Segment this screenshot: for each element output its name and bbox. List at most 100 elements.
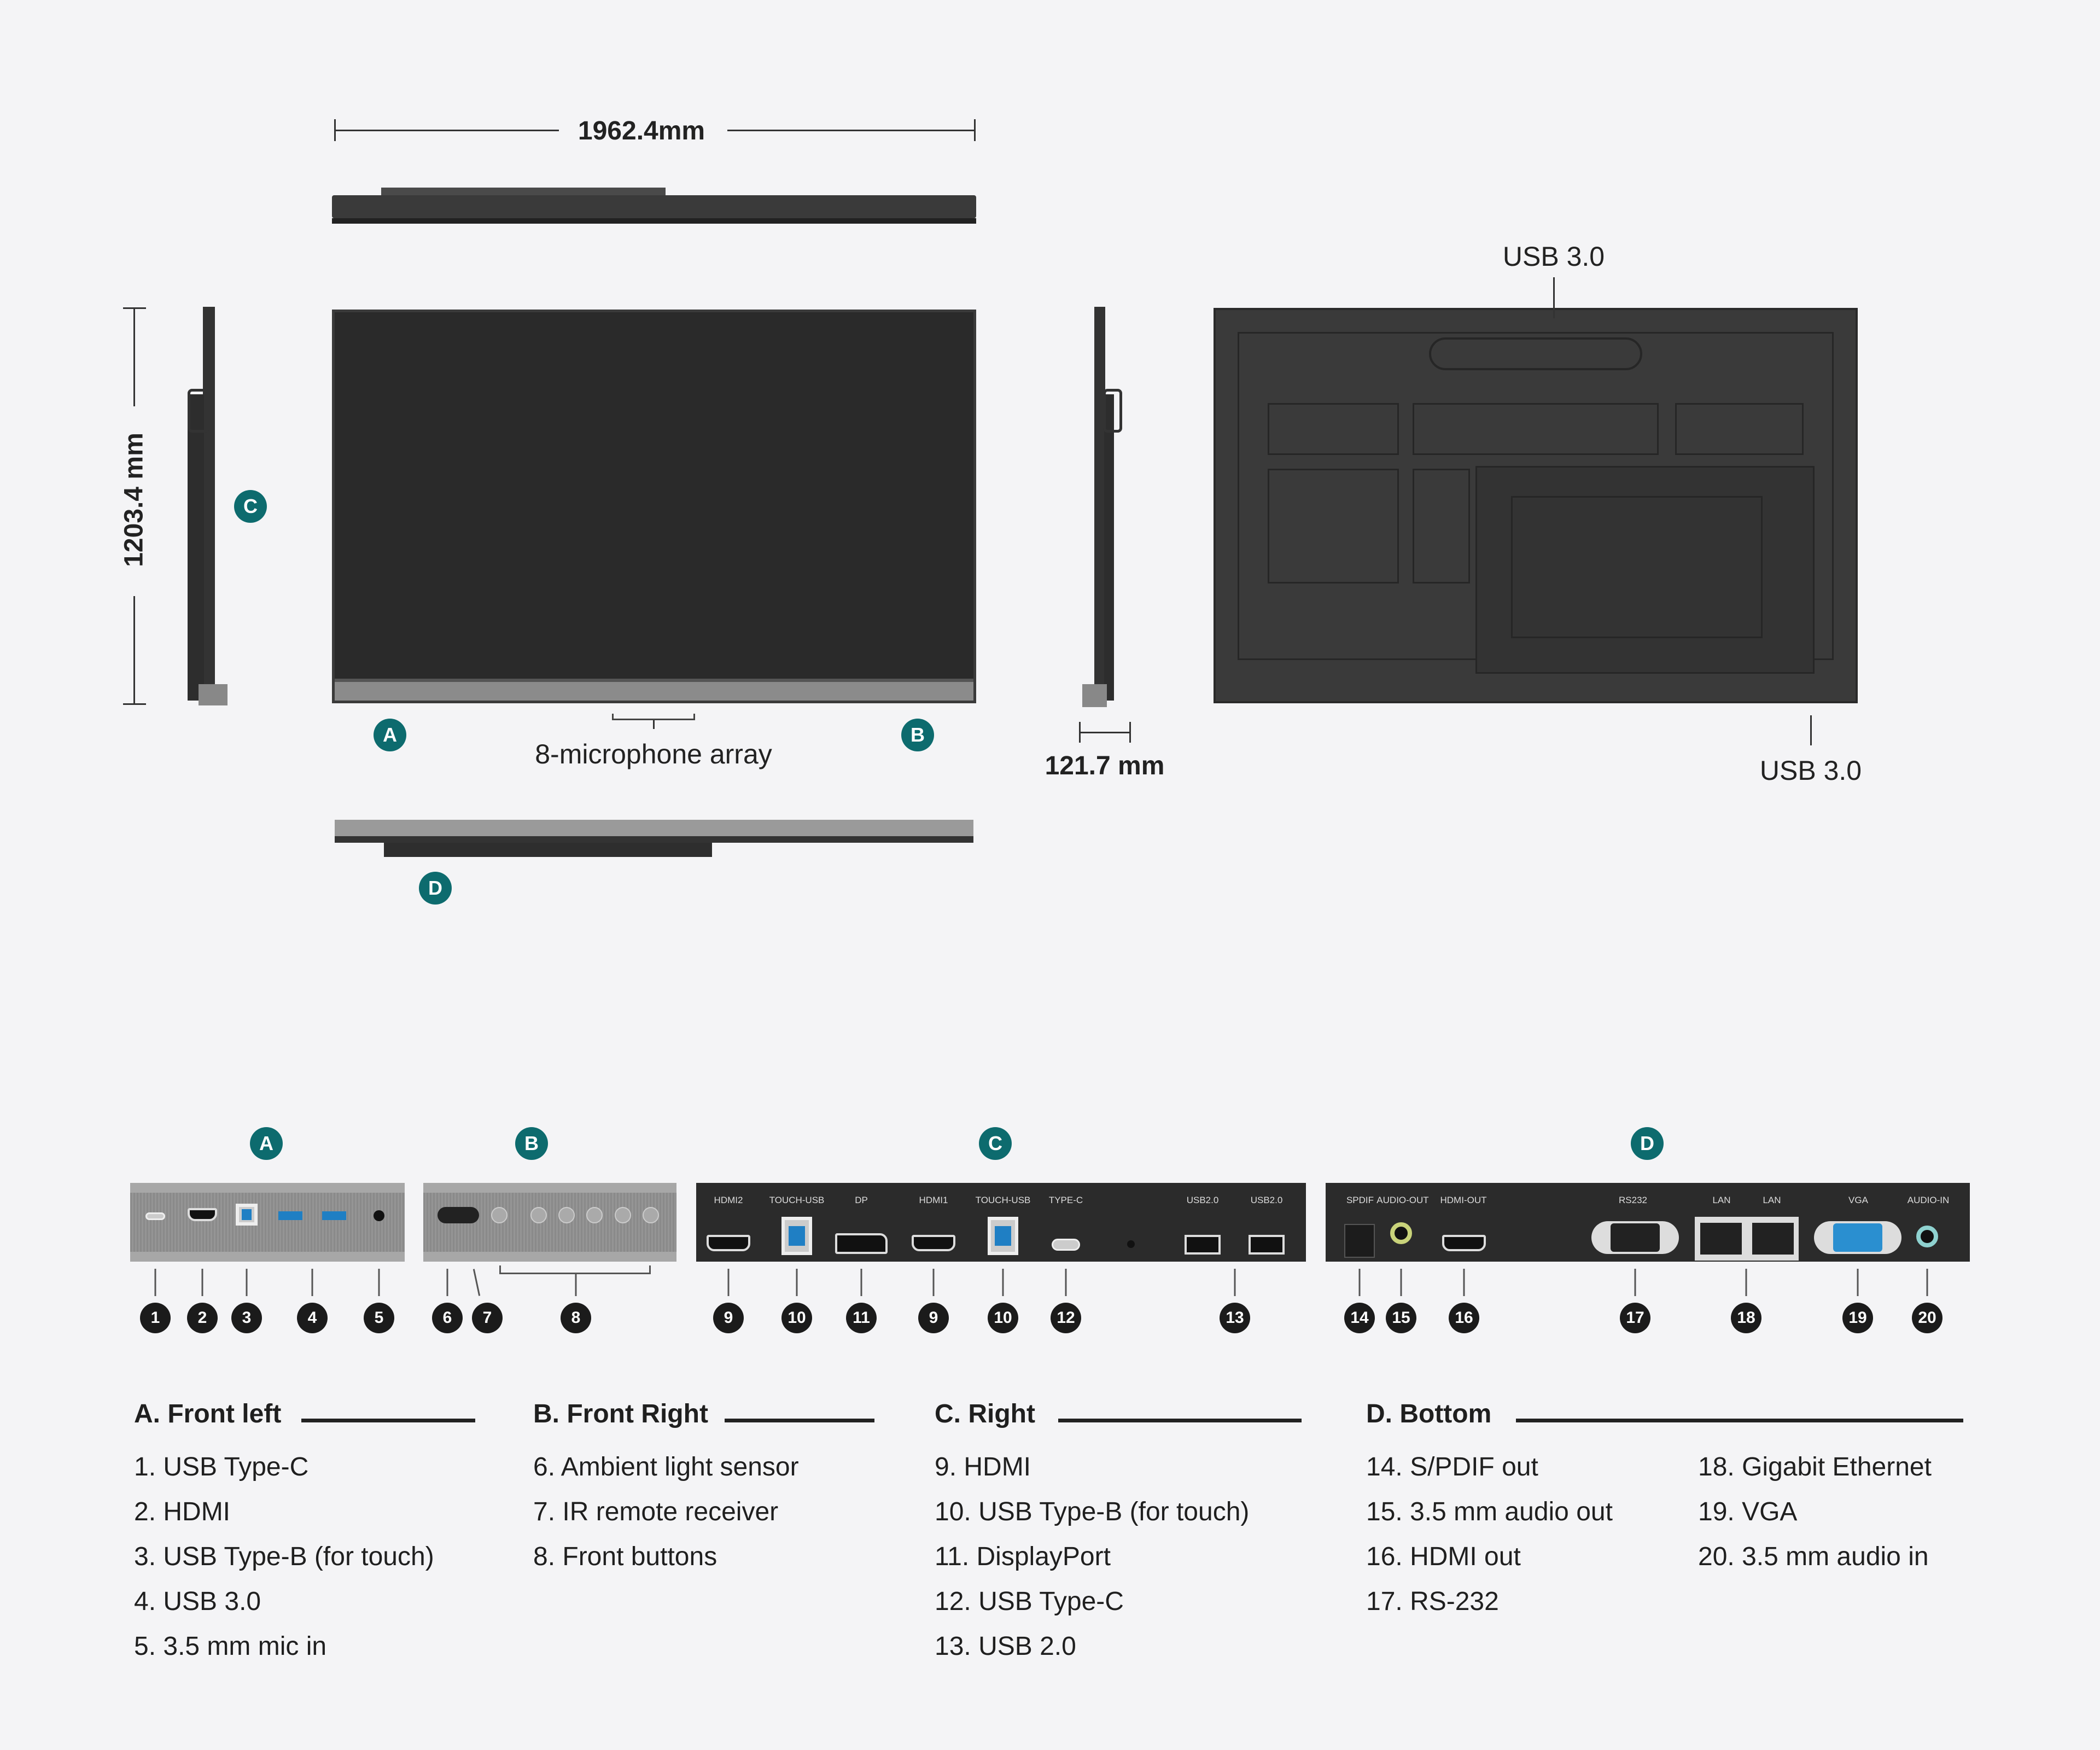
leader-line: [860, 1269, 862, 1296]
depth-label: 121.7 mm: [1045, 751, 1165, 780]
panel-right: HDMI2 TOUCH-USB DP HDMI1 TOUCH-USB TYPE-…: [696, 1183, 1306, 1262]
bottom-view: [335, 820, 973, 857]
width-label: 1962.4mm: [578, 116, 705, 145]
port-label: HDMI2: [714, 1195, 743, 1205]
dim-tick: [123, 307, 146, 309]
leader-line: [246, 1269, 248, 1296]
usb3-port: [322, 1211, 346, 1220]
leader-line: [1065, 1269, 1067, 1296]
legend-item: 12. USB Type-C: [935, 1587, 1124, 1616]
leader-line: [201, 1269, 203, 1296]
front-view-screen: [332, 310, 976, 703]
port-label: USB2.0: [1250, 1195, 1283, 1205]
leader-line: [932, 1269, 935, 1296]
legend-item: 18. Gigabit Ethernet: [1698, 1452, 1932, 1481]
port-label: LAN: [1712, 1195, 1731, 1205]
dim-tick: [1129, 722, 1131, 743]
front-button[interactable]: [643, 1207, 659, 1223]
front-button[interactable]: [558, 1207, 575, 1223]
port-label: AUDIO-IN: [1907, 1195, 1950, 1205]
callout-number: 18: [1731, 1303, 1761, 1333]
leader-line: [1400, 1269, 1402, 1296]
pinhole: [1127, 1240, 1135, 1248]
legend-heading-c: C. Right: [935, 1399, 1035, 1428]
front-button[interactable]: [615, 1207, 631, 1223]
rs232-port: [1591, 1221, 1679, 1254]
width-dim-line: [727, 130, 975, 131]
callout-number: 4: [297, 1303, 328, 1333]
detail-badge-c: C: [979, 1127, 1012, 1160]
usb-c-port: [145, 1212, 165, 1220]
leader-line: [1745, 1269, 1747, 1296]
mic-array-label: 8-microphone array: [535, 739, 772, 769]
front-button[interactable]: [586, 1207, 603, 1223]
callout-number: 20: [1912, 1303, 1942, 1333]
left-side-view: [188, 307, 228, 705]
legend-heading-d: D. Bottom: [1366, 1399, 1492, 1428]
legend-item: 15. 3.5 mm audio out: [1366, 1497, 1613, 1526]
port-label: DP: [855, 1195, 868, 1205]
front-button[interactable]: [530, 1207, 547, 1223]
legend-item: 8. Front buttons: [533, 1542, 718, 1571]
callout-number: 14: [1344, 1303, 1375, 1333]
legend-item: 5. 3.5 mm mic in: [134, 1632, 327, 1661]
callout-number: 1: [140, 1303, 171, 1333]
usb-b-port: [236, 1204, 258, 1226]
legend-item: 10. USB Type-B (for touch): [935, 1497, 1250, 1526]
spdif-port: [1344, 1224, 1375, 1258]
callout-number: 12: [1051, 1303, 1081, 1333]
heading-rule: [1516, 1419, 1963, 1422]
callout-number: 5: [364, 1303, 394, 1333]
callout-number: 13: [1220, 1303, 1250, 1333]
touch-usb-port: [781, 1217, 812, 1255]
leader-line: [311, 1269, 313, 1296]
leader-line: [727, 1269, 730, 1296]
hdmi1-port: [912, 1235, 955, 1251]
port-label: RS232: [1619, 1195, 1647, 1205]
callout-number: 8: [561, 1303, 591, 1333]
leader-line: [1634, 1269, 1636, 1296]
legend-item: 19. VGA: [1698, 1497, 1798, 1526]
height-label: 1203.4 mm: [119, 433, 149, 567]
legend-heading-b: B. Front Right: [533, 1399, 708, 1428]
light-sensor: [438, 1207, 479, 1223]
port-label: SPDIF: [1346, 1195, 1374, 1205]
callout-number: 9: [918, 1303, 949, 1333]
dim-tick: [1079, 722, 1081, 743]
dim-tick: [334, 119, 336, 141]
callout-number: 10: [988, 1303, 1018, 1333]
usb-top-label: USB 3.0: [1502, 241, 1605, 272]
legend-item: 7. IR remote receiver: [533, 1497, 779, 1526]
usb2-port: [1249, 1235, 1285, 1255]
detail-badge-a: A: [250, 1127, 283, 1160]
back-view: [1214, 308, 1858, 703]
badge-d-bottom: D: [419, 872, 452, 905]
detail-badge-b: B: [515, 1127, 548, 1160]
panel-front-left: [130, 1183, 405, 1262]
heading-rule: [725, 1419, 874, 1422]
leader-line: [575, 1274, 577, 1296]
callout-number: 17: [1620, 1303, 1650, 1333]
hdmi2-port: [707, 1235, 750, 1251]
badge-b: B: [901, 719, 934, 751]
audio-in-jack: [1916, 1226, 1938, 1247]
width-dim-line: [335, 130, 559, 131]
leader-line: [154, 1269, 156, 1296]
panel-front-right: [423, 1183, 676, 1262]
leader-line: [472, 1269, 481, 1296]
leader-line: [1857, 1269, 1859, 1296]
callout-number: 16: [1449, 1303, 1479, 1333]
port-label: TOUCH-USB: [975, 1195, 1031, 1205]
legend-item: 17. RS-232: [1366, 1587, 1499, 1616]
usb-bottom-label: USB 3.0: [1759, 755, 1862, 786]
port-label: TOUCH-USB: [769, 1195, 825, 1205]
leader-line: [1002, 1269, 1004, 1296]
usb-c-port: [1052, 1239, 1080, 1251]
port-label: HDMI-OUT: [1440, 1195, 1487, 1205]
port-label: TYPE-C: [1048, 1195, 1083, 1205]
callout-number: 19: [1842, 1303, 1873, 1333]
port-label: HDMI1: [919, 1195, 948, 1205]
height-dim-line: [133, 308, 135, 406]
legend-item: 16. HDMI out: [1366, 1542, 1521, 1571]
mic-bracket-stem: [653, 720, 655, 729]
